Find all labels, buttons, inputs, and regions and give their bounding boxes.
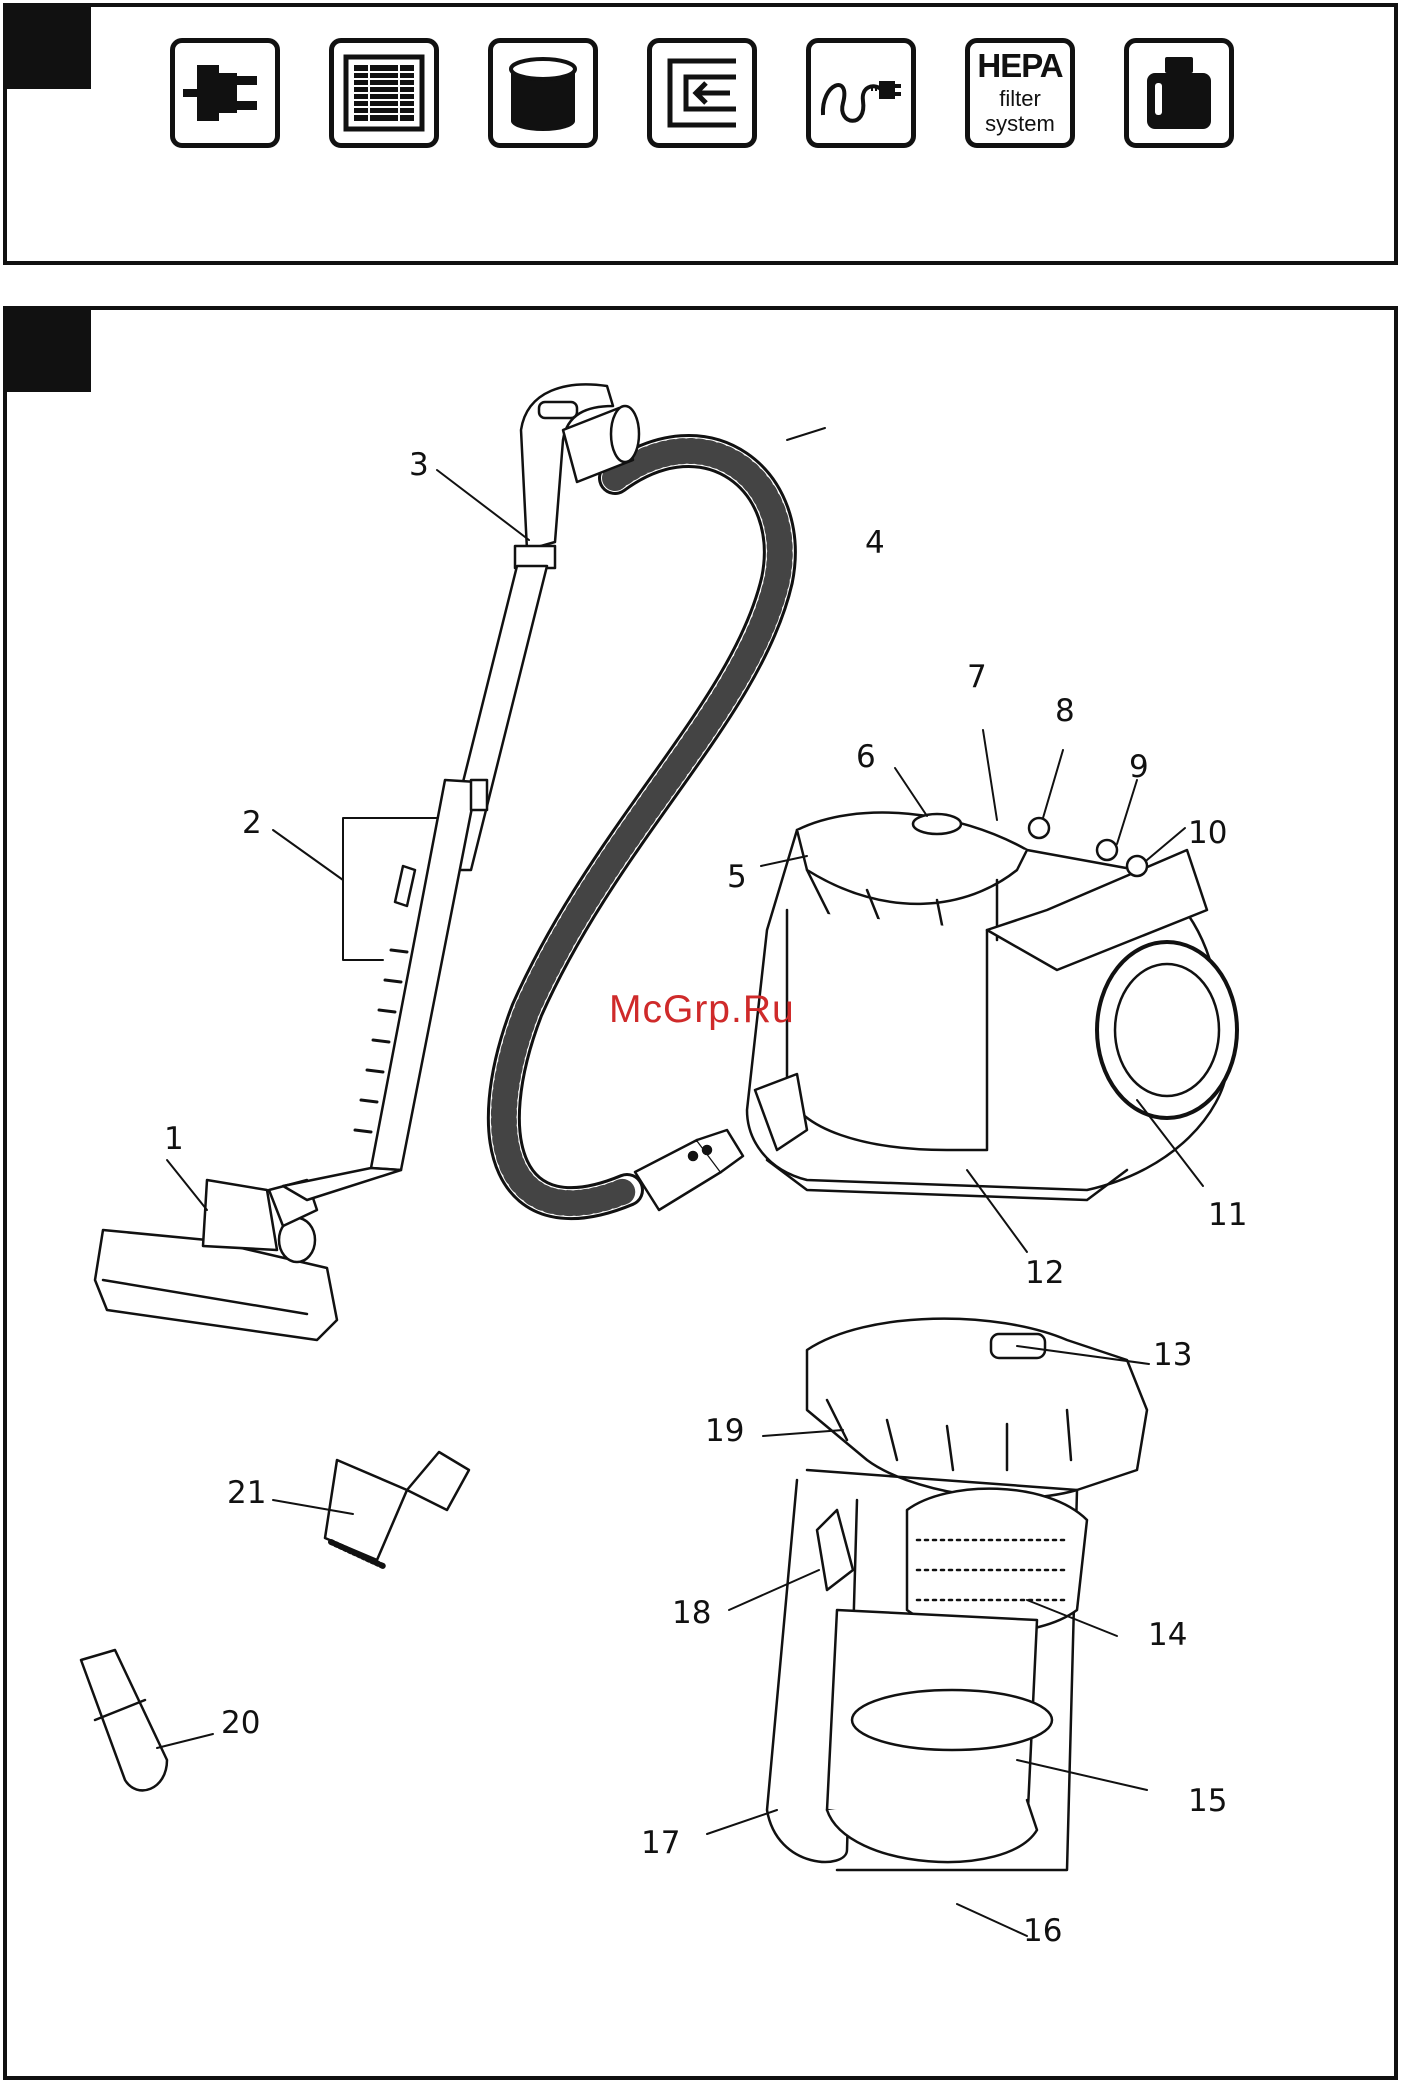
callout-17: 17 bbox=[641, 1828, 680, 1859]
power-cord-icon bbox=[806, 38, 916, 148]
callout-4: 4 bbox=[865, 528, 885, 559]
section-marker-a bbox=[7, 7, 91, 89]
callout-12: 12 bbox=[1025, 1258, 1064, 1289]
dust-container-icon bbox=[488, 38, 598, 148]
hepa-label: HEPA bbox=[970, 49, 1070, 82]
parts-diagram-panel: 1 2 3 4 5 6 7 8 9 10 11 12 13 14 15 16 1… bbox=[3, 306, 1398, 2080]
hepa-filter-label: filter bbox=[970, 88, 1070, 110]
floor-brush-drawing bbox=[95, 1168, 401, 1340]
callout-11: 11 bbox=[1208, 1200, 1247, 1231]
watermark-text: McGrp.Ru bbox=[609, 988, 795, 1032]
telescopic-tube-icon bbox=[647, 38, 757, 148]
callout-2: 2 bbox=[242, 808, 262, 839]
callout-7: 7 bbox=[967, 662, 987, 693]
crevice-nozzle-drawing bbox=[81, 1650, 167, 1790]
hepa-system-label: system bbox=[970, 113, 1070, 135]
power-plug-icon bbox=[170, 38, 280, 148]
weight-icon bbox=[1124, 38, 1234, 148]
callout-18: 18 bbox=[672, 1598, 711, 1629]
callout-6: 6 bbox=[856, 742, 876, 773]
main-body-drawing bbox=[747, 813, 1237, 1200]
small-brush-drawing bbox=[325, 1452, 469, 1566]
dust-container-drawing bbox=[767, 1319, 1147, 1870]
callout-15: 15 bbox=[1188, 1786, 1227, 1817]
callout-5: 5 bbox=[727, 862, 747, 893]
callout-8: 8 bbox=[1055, 696, 1075, 727]
callout-13: 13 bbox=[1153, 1340, 1192, 1371]
filter-grid-icon bbox=[329, 38, 439, 148]
callout-9: 9 bbox=[1129, 752, 1149, 783]
callout-20: 20 bbox=[221, 1708, 260, 1739]
callout-10: 10 bbox=[1188, 818, 1227, 849]
callout-14: 14 bbox=[1148, 1620, 1187, 1651]
hepa-filter-icon: HEPA filter system bbox=[965, 38, 1075, 148]
callout-19: 19 bbox=[705, 1416, 744, 1447]
callout-1: 1 bbox=[164, 1124, 184, 1155]
callout-21: 21 bbox=[227, 1478, 266, 1509]
callout-16: 16 bbox=[1023, 1916, 1062, 1947]
callout-3: 3 bbox=[409, 450, 429, 481]
features-panel: HEPA filter system bbox=[3, 3, 1398, 265]
